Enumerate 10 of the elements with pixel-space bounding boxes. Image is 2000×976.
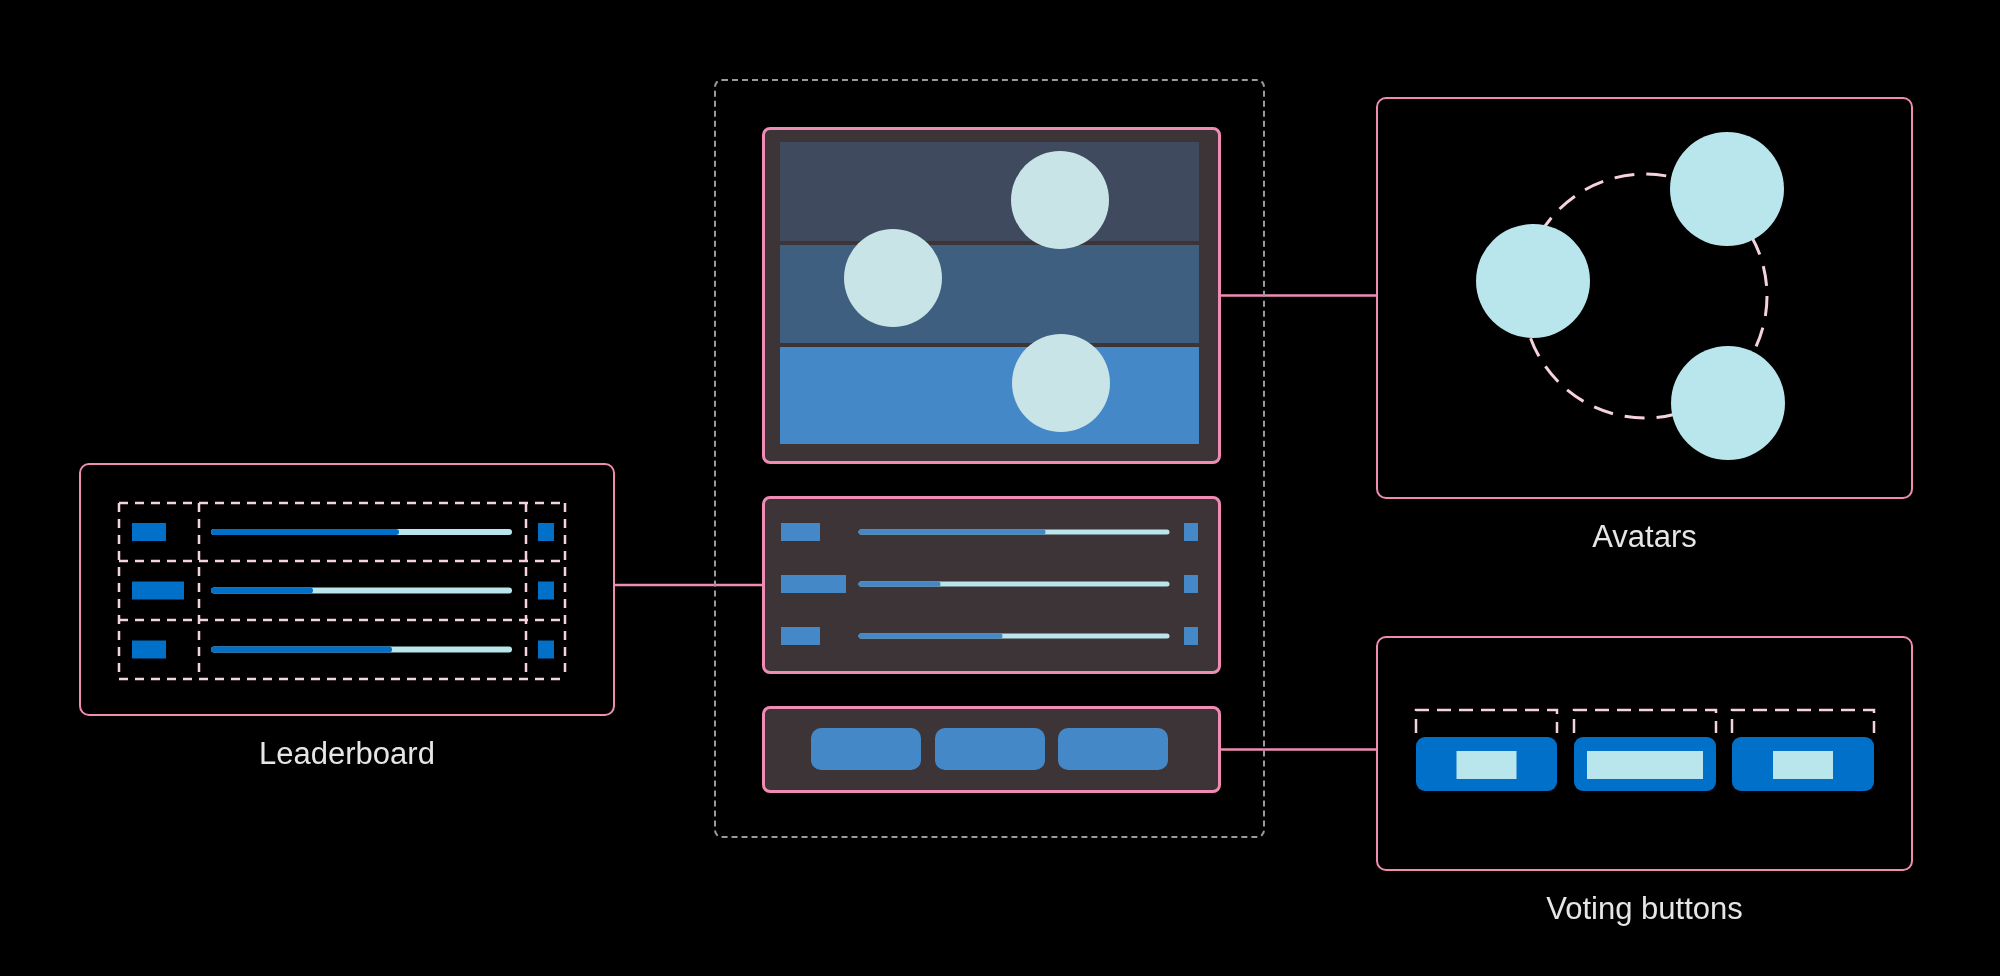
panel-caption: Avatars (1592, 519, 1697, 555)
screen-outline (714, 79, 1265, 838)
panel-caption: Leaderboard (259, 736, 435, 772)
connector-line (1221, 748, 1376, 751)
panel-caption: Voting buttons (1546, 891, 1743, 927)
connector-line (1221, 294, 1376, 297)
leaderboard-area-panel (762, 496, 1221, 674)
avatar-area-panel (762, 127, 1221, 464)
button-area-panel (762, 706, 1221, 793)
connector-line (615, 583, 762, 587)
